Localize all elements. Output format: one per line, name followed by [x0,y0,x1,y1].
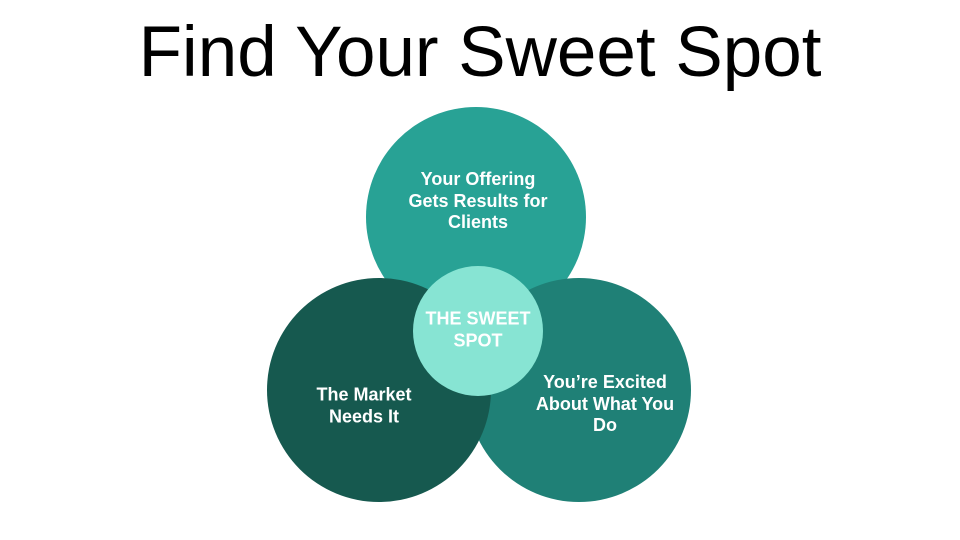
label-line: The Market [316,384,412,405]
label-sweet-spot: THE SWEET SPOT [425,309,530,352]
label-line: Your Offering [420,168,536,189]
label-line: You’re Excited [543,371,667,392]
label-line: About What You [535,393,675,414]
label-line: Clients [447,211,509,232]
label-excited-about-what-you-do: You’re Excited About What You Do [536,372,674,437]
label-line: SPOT [453,330,503,350]
label-line: Do [593,414,617,435]
slide-title: Find Your Sweet Spot [138,13,822,92]
label-market-needs-it: The Market Needs It [316,385,411,428]
label-offering-results: Your Offering Gets Results for Clients [408,169,547,234]
circle-sweet-spot [413,266,543,396]
label-line: THE SWEET [425,308,531,329]
label-line: Gets Results for [408,190,548,211]
label-line: Needs It [328,406,400,426]
